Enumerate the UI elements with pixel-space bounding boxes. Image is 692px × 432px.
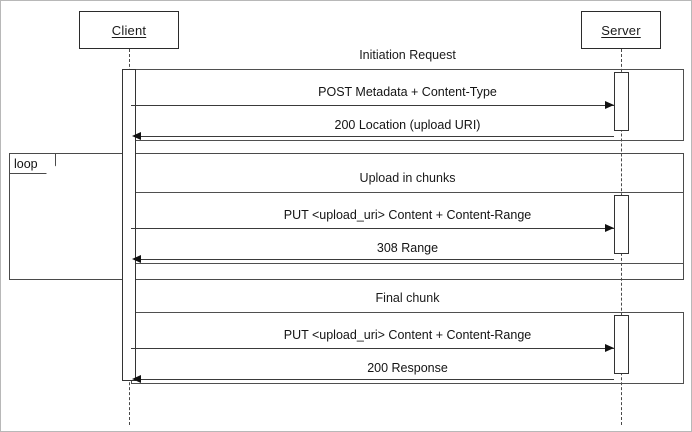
loop-fragment-tab bbox=[10, 154, 56, 174]
message-label-308-range: 308 Range bbox=[376, 241, 439, 255]
message-line-put-chunk bbox=[131, 228, 614, 229]
message-arrowhead-put-chunk bbox=[605, 223, 614, 232]
activation-bar-server-1 bbox=[614, 72, 629, 131]
message-arrowhead-308-range bbox=[132, 254, 141, 263]
message-label-post-metadata: POST Metadata + Content-Type bbox=[318, 85, 497, 99]
activation-bar-server-2 bbox=[614, 195, 629, 254]
message-arrowhead-post-metadata bbox=[605, 100, 614, 109]
message-label-200-location: 200 Location (upload URI) bbox=[334, 118, 481, 132]
participant-server[interactable]: Server bbox=[581, 11, 661, 49]
message-line-308-range bbox=[136, 259, 614, 260]
message-label-put-chunk: PUT <upload_uri> Content + Content-Range bbox=[283, 208, 532, 222]
participant-client[interactable]: Client bbox=[79, 11, 179, 49]
message-arrowhead-put-final-chunk bbox=[605, 343, 614, 352]
loop-fragment-label: loop bbox=[14, 157, 38, 171]
message-line-200-response bbox=[136, 379, 614, 380]
section-title-final-chunk: Final chunk bbox=[375, 291, 440, 305]
section-title-initiation: Initiation Request bbox=[359, 48, 456, 62]
participant-client-label: Client bbox=[111, 22, 147, 38]
message-label-put-final-chunk: PUT <upload_uri> Content + Content-Range bbox=[283, 328, 532, 342]
message-line-put-final-chunk bbox=[131, 348, 614, 349]
message-line-200-location bbox=[136, 136, 614, 137]
message-arrowhead-200-location bbox=[132, 131, 141, 140]
activation-bar-server-3 bbox=[614, 315, 629, 374]
message-line-post-metadata bbox=[131, 105, 614, 106]
message-arrowhead-200-response bbox=[132, 374, 141, 383]
participant-server-label: Server bbox=[601, 22, 641, 38]
activation-bar-client bbox=[122, 69, 136, 381]
message-label-200-response: 200 Response bbox=[367, 361, 448, 375]
